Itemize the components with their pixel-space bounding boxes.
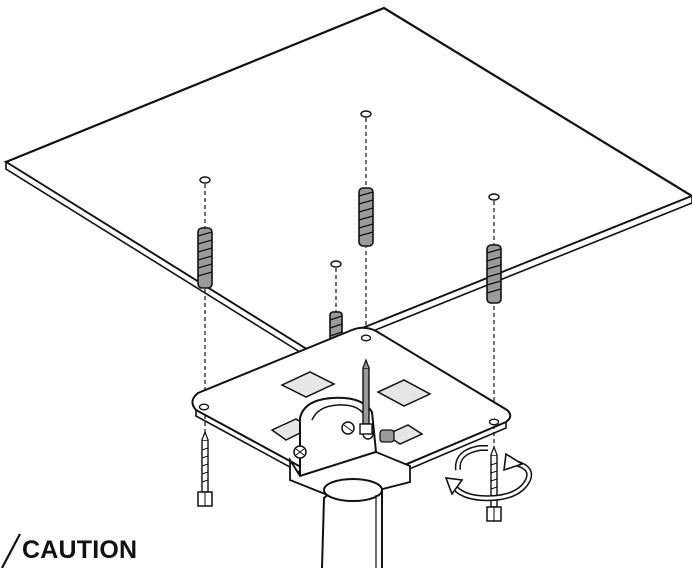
pole-mount-icon [289,396,411,501]
warning-triangle-icon [1,533,21,568]
rotation-arrow-icon [444,445,533,502]
caution-label: CAUTION [22,536,138,564]
ceiling-holes [199,110,500,268]
wall-anchor-icon [197,187,502,343]
screw-icon [197,358,502,522]
ceiling-panel [3,6,692,358]
pole [321,478,383,568]
